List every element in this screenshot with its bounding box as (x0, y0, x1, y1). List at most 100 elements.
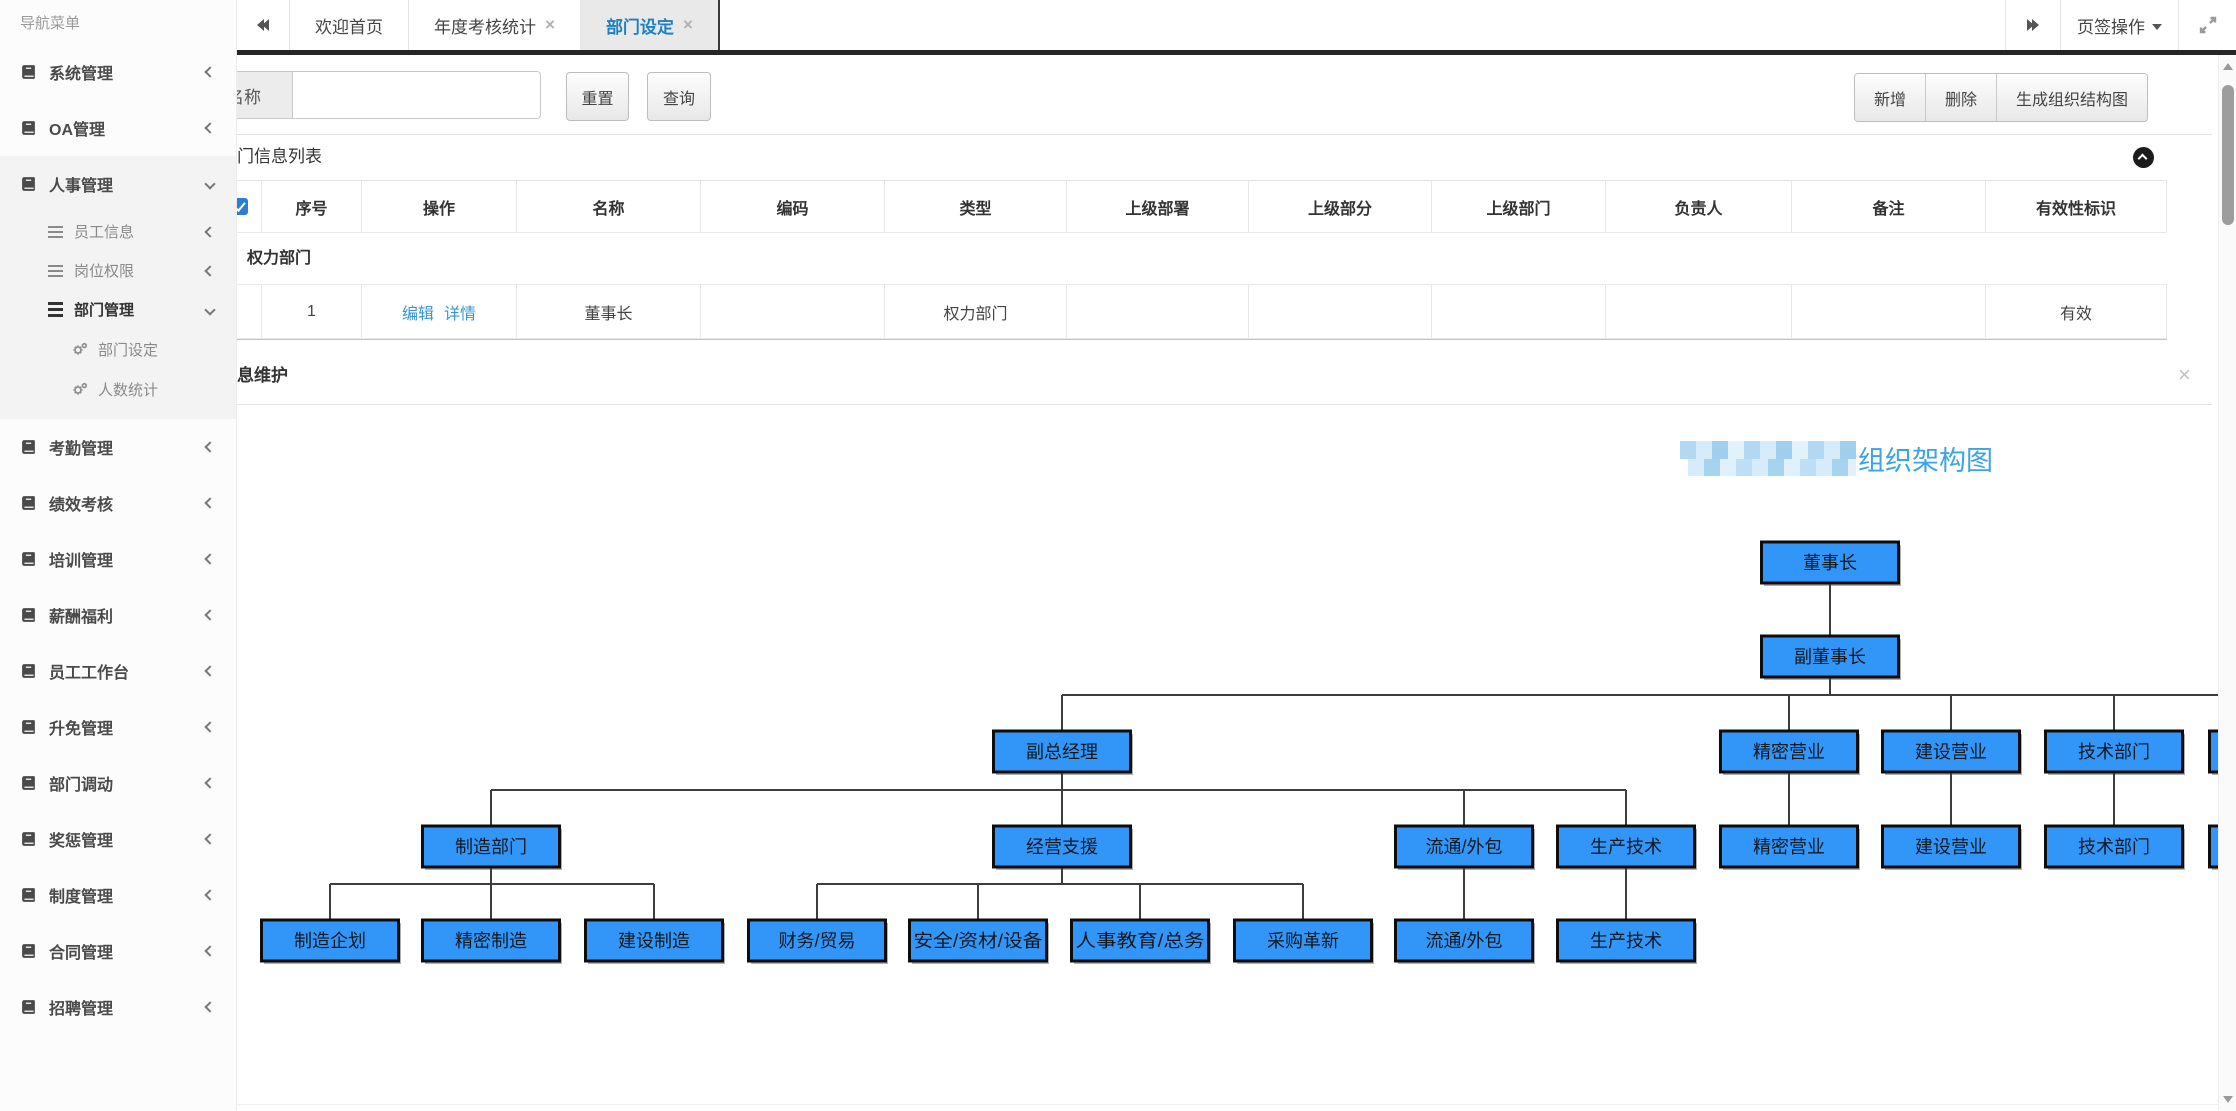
tab-部门设定[interactable]: 部门设定 × (580, 0, 720, 50)
hamburger-icon (48, 225, 63, 238)
chevron-left-icon (204, 1001, 216, 1013)
sidebar-item-奖惩管理[interactable]: 奖惩管理 (0, 811, 236, 867)
tab-operations-dropdown[interactable]: 页签操作 (2060, 0, 2178, 50)
sidebar-item-label: 员工工作台 (49, 665, 130, 682)
org-node-label: 制造企划 (294, 931, 366, 951)
scroll-tabs-left-button[interactable] (237, 0, 290, 50)
org-node-label: 流通/外包 (1425, 931, 1502, 951)
sidebar-item-人事管理[interactable]: 人事管理 (0, 156, 236, 212)
org-node-label: 财务/贸易 (778, 931, 855, 951)
tab-年度考核统计[interactable]: 年度考核统计 × (409, 0, 581, 50)
sidebar-item-薪酬福利[interactable]: 薪酬福利 (0, 587, 236, 643)
sidebar-item-考勤管理[interactable]: 考勤管理 (0, 419, 236, 475)
org-node-label: 采购革新 (1267, 931, 1339, 951)
sidebar-item-部门调动[interactable]: 部门调动 (0, 755, 236, 811)
edit-link[interactable]: 编辑 (401, 305, 434, 323)
org-node-label: 董事长 (1803, 553, 1857, 573)
sidebar-item-OA管理[interactable]: OA管理 (0, 100, 236, 156)
book-icon (22, 719, 35, 734)
sidebar-item-label: 薪酬福利 (49, 609, 114, 626)
tab-欢迎首页[interactable]: 欢迎首页 (290, 0, 409, 50)
collapse-panel-button[interactable] (2133, 147, 2154, 168)
column-header-名称: 名称 (517, 181, 701, 233)
tab-label: 欢迎首页 (315, 17, 383, 37)
org-node-label: 精密营业 (1753, 742, 1825, 762)
tab-label: 部门设定 (605, 17, 674, 37)
org-node-技术部门: 技术部门 (2044, 824, 2185, 870)
org-node-label: 精密制造 (455, 931, 527, 951)
query-button[interactable]: 查询 (647, 72, 711, 121)
org-node-box (1881, 824, 2021, 869)
add-button[interactable]: 新增 (1854, 74, 1925, 121)
sidebar-item-label: 考勤管理 (49, 441, 114, 458)
org-node-label: 技术部门 (2078, 837, 2150, 857)
scroll-tabs-right-button[interactable] (2005, 0, 2060, 50)
chevron-left-icon (204, 777, 216, 789)
sidebar-item-绩效考核[interactable]: 绩效考核 (0, 475, 236, 531)
org-node-label: 生产技术 (1590, 931, 1662, 951)
sidebar-subitem-人数统计[interactable]: 人数统计 (0, 369, 236, 409)
sidebar-subitem-部门设定[interactable]: 部门设定 (0, 329, 236, 369)
org-node-box (1760, 540, 1900, 585)
sidebar-item-系统管理[interactable]: 系统管理 (0, 44, 236, 100)
org-node-技术部门: 技术部门 (2044, 729, 2185, 775)
org-node-label: 安全/资材/设备 (914, 931, 1043, 951)
table-action-buttons: 新增删除生成组织结构图 (1853, 73, 2148, 122)
caret-down-icon (2152, 23, 2162, 30)
org-node-建设营业: 建设营业 (1881, 729, 2022, 775)
org-node-box (1233, 918, 1373, 963)
chevron-left-icon (204, 665, 216, 677)
sidebar-item-label: 员工信息 (74, 224, 135, 241)
chevron-left-icon (204, 945, 216, 957)
sidebar-item-合同管理[interactable]: 合同管理 (0, 923, 236, 979)
sidebar-item-招聘管理[interactable]: 招聘管理 (0, 979, 236, 1035)
fullscreen-button[interactable] (2178, 0, 2236, 50)
sidebar-subitem-部门管理[interactable]: 部门管理 (0, 290, 236, 329)
org-node-人事教育/总务: 人事教育/总务 (1070, 918, 1211, 964)
sidebar-subitem-岗位权限[interactable]: 岗位权限 (0, 251, 236, 290)
tab-close-icon[interactable]: × (545, 15, 555, 34)
generate-org-chart-button[interactable]: 生成组织结构图 (1995, 74, 2147, 121)
tab-close-icon[interactable]: × (682, 15, 693, 34)
sidebar-subitem-员工信息[interactable]: 员工信息 (0, 212, 236, 251)
hamburger-icon (48, 264, 63, 277)
book-icon (22, 831, 35, 846)
org-node-box (992, 729, 1132, 774)
sidebar-item-制度管理[interactable]: 制度管理 (0, 867, 236, 923)
tab-bar: 欢迎首页 年度考核统计 × 部门设定 × 页签操作 (237, 0, 2236, 50)
column-header-上级部门: 上级部门 (1432, 181, 1606, 233)
row-cell (1067, 285, 1249, 339)
sidebar-item-升免管理[interactable]: 升免管理 (0, 699, 236, 755)
scrollbar-thumb[interactable] (2222, 85, 2234, 225)
org-node-财务/贸易: 财务/贸易 (747, 918, 888, 964)
close-icon[interactable]: × (2178, 362, 2191, 387)
reset-button[interactable]: 重置 (566, 72, 629, 121)
sidebar-item-label: 人事管理 (49, 178, 114, 195)
org-node-label: 制造部门 (455, 837, 527, 857)
search-input-group: 名称 (195, 71, 541, 119)
delete-button[interactable]: 删除 (1924, 74, 1996, 121)
detail-link[interactable]: 详情 (444, 305, 477, 323)
sidebar-item-label: 奖惩管理 (49, 833, 114, 850)
book-icon (22, 120, 35, 135)
toolbar-divider (237, 134, 2212, 135)
tab-label: 年度考核统计 (434, 17, 536, 37)
org-node-流通/外包: 流通/外包 (1394, 918, 1535, 964)
gears-icon (73, 342, 88, 355)
search-input[interactable] (292, 71, 541, 119)
scrollbar-up-arrow[interactable] (2223, 63, 2233, 70)
sidebar-item-培训管理[interactable]: 培训管理 (0, 531, 236, 587)
tab-operations-label: 页签操作 (2077, 17, 2145, 37)
org-node-制造部门: 制造部门 (421, 824, 562, 870)
sidebar-item-员工工作台[interactable]: 员工工作台 (0, 643, 236, 699)
scrollbar-down-arrow[interactable] (2223, 1096, 2233, 1103)
org-node-box (421, 918, 561, 963)
row-cell: 有效 (1986, 285, 2167, 339)
org-node-精密营业: 精密营业 (1719, 729, 1860, 775)
row-cell (1432, 285, 1606, 339)
org-node-box (908, 918, 1048, 963)
org-node-box (584, 918, 724, 963)
org-node-box (1556, 918, 1696, 963)
